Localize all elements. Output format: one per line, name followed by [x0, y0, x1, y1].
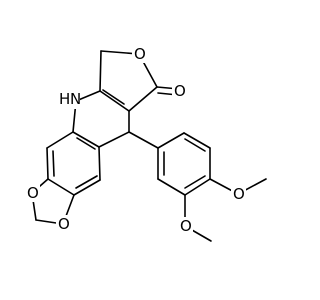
bond-ar4-ar5-inner	[184, 175, 206, 189]
bond-c7-c8	[73, 179, 101, 196]
dioxole-oxygen-bottom-bg	[56, 215, 71, 233]
bond-c4a-c8a	[72, 131, 100, 148]
atom-label-layer: H N O O O O O O	[25, 45, 246, 235]
dioxole-oxygen-top-bg	[25, 184, 40, 202]
methoxy-oxygen-3-label: O	[180, 217, 192, 235]
dioxole-oxygen-top-label: O	[27, 184, 39, 202]
bond-c5-c6	[46, 147, 49, 180]
bond-layer	[31, 50, 267, 242]
bond-c9-aryl	[128, 131, 159, 149]
bond-c8a-c9	[98, 131, 130, 148]
hydrogen-label: H	[59, 90, 70, 108]
bond-c7-c8-inner	[75, 175, 98, 189]
bond-c3-c4-inner	[102, 89, 125, 105]
nh-label-bg	[60, 91, 80, 109]
bond-ar5-ar6	[157, 178, 186, 196]
chemical-structure: H N O O O O O O	[25, 45, 267, 242]
bond-carbonylC-c3	[128, 86, 158, 112]
bond-c6-c7	[47, 178, 75, 196]
bond-ar1-ar2	[157, 132, 185, 149]
nitrogen-label: N	[70, 90, 81, 108]
bond-ar2-ar3-inner	[184, 138, 206, 152]
methoxy-oxygen-4-label: O	[233, 185, 245, 203]
bond-c4a-c5	[46, 131, 74, 149]
bond-ar4-ar5	[184, 178, 211, 196]
ring-oxygen-label: O	[134, 45, 146, 63]
bond-c4a-c8a-inner	[76, 137, 96, 150]
bond-c8-c8a	[98, 146, 101, 181]
bond-c5-c6-inner	[52, 150, 55, 177]
bond-c4-ch2	[99, 50, 102, 92]
bond-ar2-ar3	[183, 132, 211, 149]
dioxole-oxygen-bottom-label: O	[58, 215, 70, 233]
bond-c3-c4	[99, 90, 130, 112]
carbonyl-oxygen-label: O	[174, 82, 186, 100]
carbonyl-oxygen-bg	[172, 82, 187, 100]
methoxy-oxygen-3-bg	[178, 217, 193, 235]
ring-oxygen-bg	[132, 45, 147, 63]
methoxy-oxygen-4-bg	[231, 185, 246, 203]
